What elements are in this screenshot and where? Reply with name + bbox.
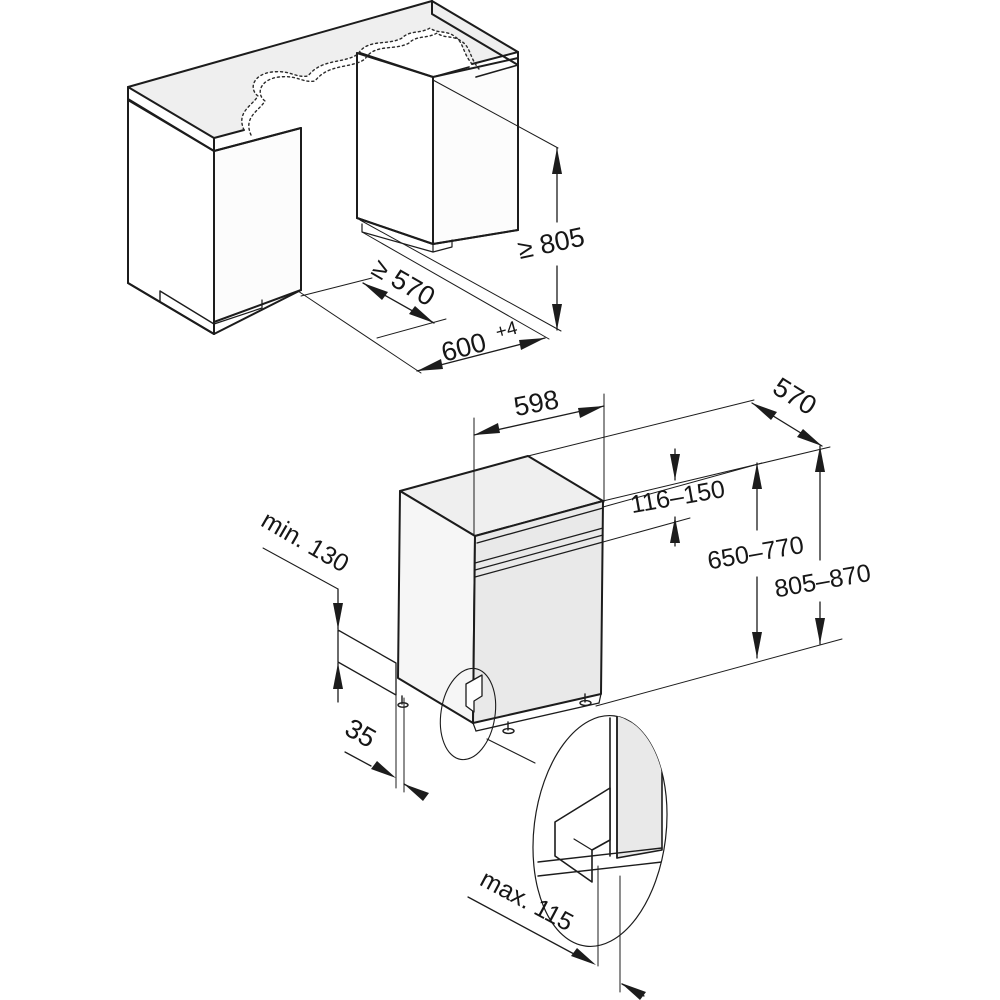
dim-label-door-height: 650–770	[705, 531, 806, 575]
tear-break-lines	[241, 27, 480, 136]
plinth-strip	[337, 629, 397, 696]
clearance-extension-lines	[395, 662, 405, 793]
dim-side-clearance: 35	[340, 713, 429, 801]
dim-plinth-min-height: min. 130	[256, 506, 354, 703]
floor-baseline	[595, 638, 843, 707]
dim-niche-depth: ≥ 570	[300, 252, 447, 339]
dim-label-appliance-width: 598	[511, 384, 561, 422]
dim-label-niche-height: ≥ 805	[515, 222, 587, 265]
dim-label-niche-depth: ≥ 570	[367, 252, 440, 312]
foot-detail-marker	[439, 667, 536, 764]
plinth-detail-magnifier	[532, 713, 668, 948]
dim-label-plinth-min-height: min. 130	[256, 506, 353, 578]
dim-label-control-panel-zone: 116–150	[628, 475, 727, 519]
appliance-feet	[397, 693, 592, 735]
right-cabinet	[356, 52, 519, 253]
dim-appliance-width: 598	[473, 384, 605, 535]
dim-label-side-clearance: 35	[340, 713, 381, 754]
dim-appliance-depth: 570	[527, 372, 831, 502]
dim-label-niche-width-tolerance: +4	[493, 318, 520, 344]
worktop-edges	[127, 0, 519, 152]
dim-label-appliance-depth: 570	[768, 372, 822, 421]
dim-control-panel-zone: 116–150	[602, 448, 727, 547]
niche-diagram: ≥ 805 ≥ 570 600 +4	[127, 0, 587, 374]
dim-label-niche-width: 600	[438, 327, 489, 368]
left-cabinet	[127, 98, 302, 335]
appliance-body	[397, 455, 604, 732]
appliance-diagram: 598 570 116–150 650–770	[256, 372, 873, 1000]
dim-label-overall-height: 805–870	[772, 559, 873, 603]
